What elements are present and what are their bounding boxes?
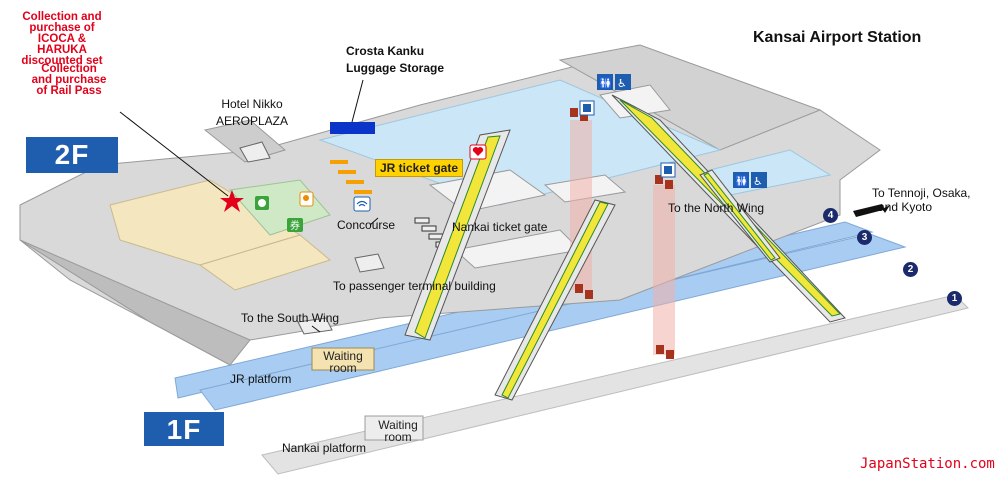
- svg-text:券: 券: [290, 219, 300, 232]
- concourse-label: Concourse: [337, 218, 396, 232]
- jr-ticket-gate-label: JR ticket gate: [375, 159, 464, 177]
- tennoji-label-line: and Kyoto: [878, 200, 933, 214]
- elevator-cabins: [570, 108, 674, 359]
- luggage-storage-pointer: [351, 79, 364, 123]
- nankai-platform-label: Nankai platform: [282, 441, 367, 455]
- site-credit: JapanStation.com: [860, 456, 995, 472]
- nankai-waiting-room: [364, 415, 424, 441]
- icoca-note-line: purchase of: [29, 22, 95, 34]
- svg-text:♿: ♿: [753, 175, 763, 188]
- tennoji-label: To Tennoji, Osaka, and Kyoto: [872, 186, 971, 214]
- svg-text:🚻: 🚻: [599, 77, 613, 90]
- hotel-label-line: Hotel Nikko: [221, 97, 283, 111]
- jr-waiting-room: [311, 347, 375, 371]
- wheelchair-icon-north: [751, 172, 767, 188]
- waiting-label-line: room: [329, 361, 357, 375]
- coin-locker-icon: [287, 218, 303, 232]
- escalators: [404, 94, 846, 401]
- jr-waiting-room-label: Waiting room: [315, 350, 371, 374]
- floor-badge-2f: 2F: [26, 137, 118, 173]
- restroom-icon-north: [733, 172, 749, 188]
- crosta-label-line: Luggage Storage: [346, 61, 445, 75]
- railpass-note-line: Collection: [41, 63, 97, 75]
- waiting-label-line: Waiting: [323, 349, 363, 363]
- jr-ticket-gate-markers: [330, 160, 372, 194]
- void-4: [599, 84, 671, 119]
- wheelchair-icon: [615, 74, 631, 90]
- icoca-note-line: Collection and: [22, 11, 102, 23]
- hotel-label: Hotel Nikko AEROPLAZA: [206, 97, 298, 128]
- track-number-1: 1: [947, 291, 962, 306]
- terminal-label: To passenger terminal building: [333, 279, 496, 293]
- star-icon: [220, 190, 244, 212]
- track-number-2: 2: [903, 262, 918, 277]
- page-title: Kansai Airport Station: [753, 29, 922, 46]
- railpass-note-line: and purchase: [31, 74, 107, 86]
- north-upper-deck: [558, 44, 822, 151]
- railpass-note: Collection and purchase of Rail Pass: [24, 63, 114, 97]
- note-pointer: [119, 111, 229, 197]
- restroom-icon: [597, 74, 613, 90]
- track-number-4: 4: [823, 208, 838, 223]
- concourse-pointer: [369, 217, 379, 226]
- tennoji-label-line: To Tennoji, Osaka,: [872, 186, 971, 200]
- jr-platform-label: JR platform: [230, 372, 292, 386]
- north-wing-label: To the North Wing: [668, 201, 765, 215]
- svg-text:♿: ♿: [617, 77, 627, 90]
- stairs: [239, 141, 385, 335]
- south-wing-pointer: [311, 325, 321, 333]
- floor-badge-1f: 1F: [144, 412, 224, 446]
- nankai-platform-area: [261, 294, 969, 475]
- luggage-storage-block: [330, 122, 375, 134]
- railpass-note-line: of Rail Pass: [36, 85, 102, 97]
- crosta-label: Crosta Kanku Luggage Storage: [346, 44, 444, 75]
- nankai-gate-label: Nankai ticket gate: [452, 220, 548, 234]
- south-wing-label: To the South Wing: [241, 311, 340, 325]
- track-number-3: 3: [857, 230, 872, 245]
- icoca-note: Collection and purchase of ICOCA & HARUK…: [14, 11, 110, 67]
- svg-text:🚻: 🚻: [735, 175, 749, 188]
- icoca-note-line: ICOCA & HARUKA: [37, 33, 87, 56]
- jr-office-zone: [198, 234, 332, 291]
- waiting-label-line: room: [384, 430, 412, 444]
- waiting-label-line: Waiting: [378, 418, 418, 432]
- crosta-label-line: Crosta Kanku: [346, 44, 425, 58]
- hotel-label-line: AEROPLAZA: [215, 114, 289, 128]
- concourse-side-edge: [19, 239, 251, 366]
- nankai-waiting-room-label: Waiting room: [370, 419, 426, 443]
- icoca-note-line: discounted set: [21, 55, 103, 67]
- train-direction-arrow: [853, 204, 890, 217]
